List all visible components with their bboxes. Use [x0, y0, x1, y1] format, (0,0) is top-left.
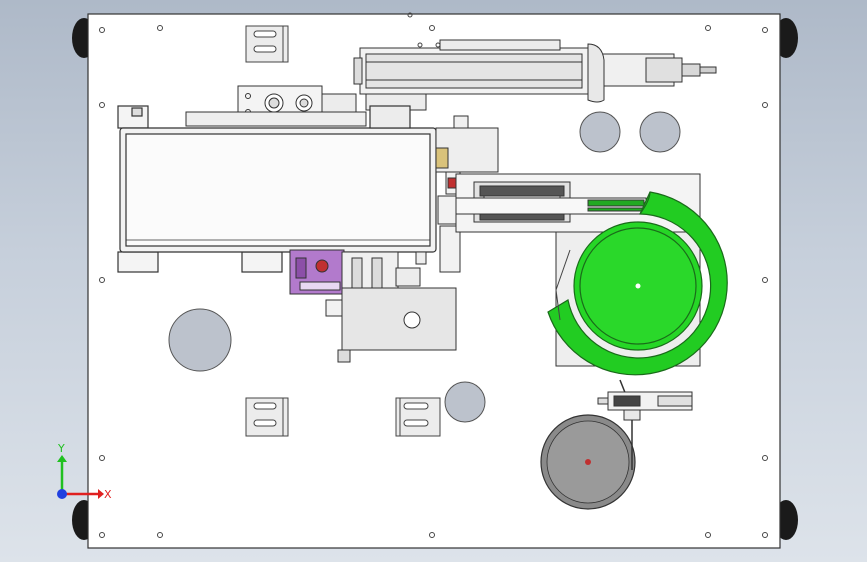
plate-hole-3 [168, 308, 232, 372]
y-axis-label: Y [57, 442, 65, 455]
coordinate-triad: X Y [57, 442, 112, 501]
purple-fixture[interactable] [289, 249, 345, 295]
slide-table-assembly[interactable] [325, 251, 457, 363]
slot-bracket-top [245, 25, 289, 63]
parts-reel[interactable] [540, 414, 636, 510]
slot-bracket-bottom-left [245, 397, 289, 437]
vibratory-bowl-feeder[interactable] [547, 191, 728, 376]
slot-bracket-bottom-middle [395, 397, 441, 437]
plate-hole-4 [444, 381, 486, 423]
x-axis-label: X [104, 488, 112, 501]
slot-brackets [245, 25, 441, 437]
main-cylinder[interactable] [117, 105, 437, 273]
linear-actuator-top[interactable] [353, 39, 717, 111]
plate-holes [168, 111, 681, 423]
plate-hole-1 [579, 111, 621, 153]
gripper-block[interactable] [185, 85, 367, 127]
tape-feeder[interactable] [597, 379, 693, 470]
z-axis-dot [57, 489, 67, 499]
mounting-screws [99, 12, 768, 538]
plate-hole-2 [639, 111, 681, 153]
sensor-module[interactable] [435, 115, 499, 273]
